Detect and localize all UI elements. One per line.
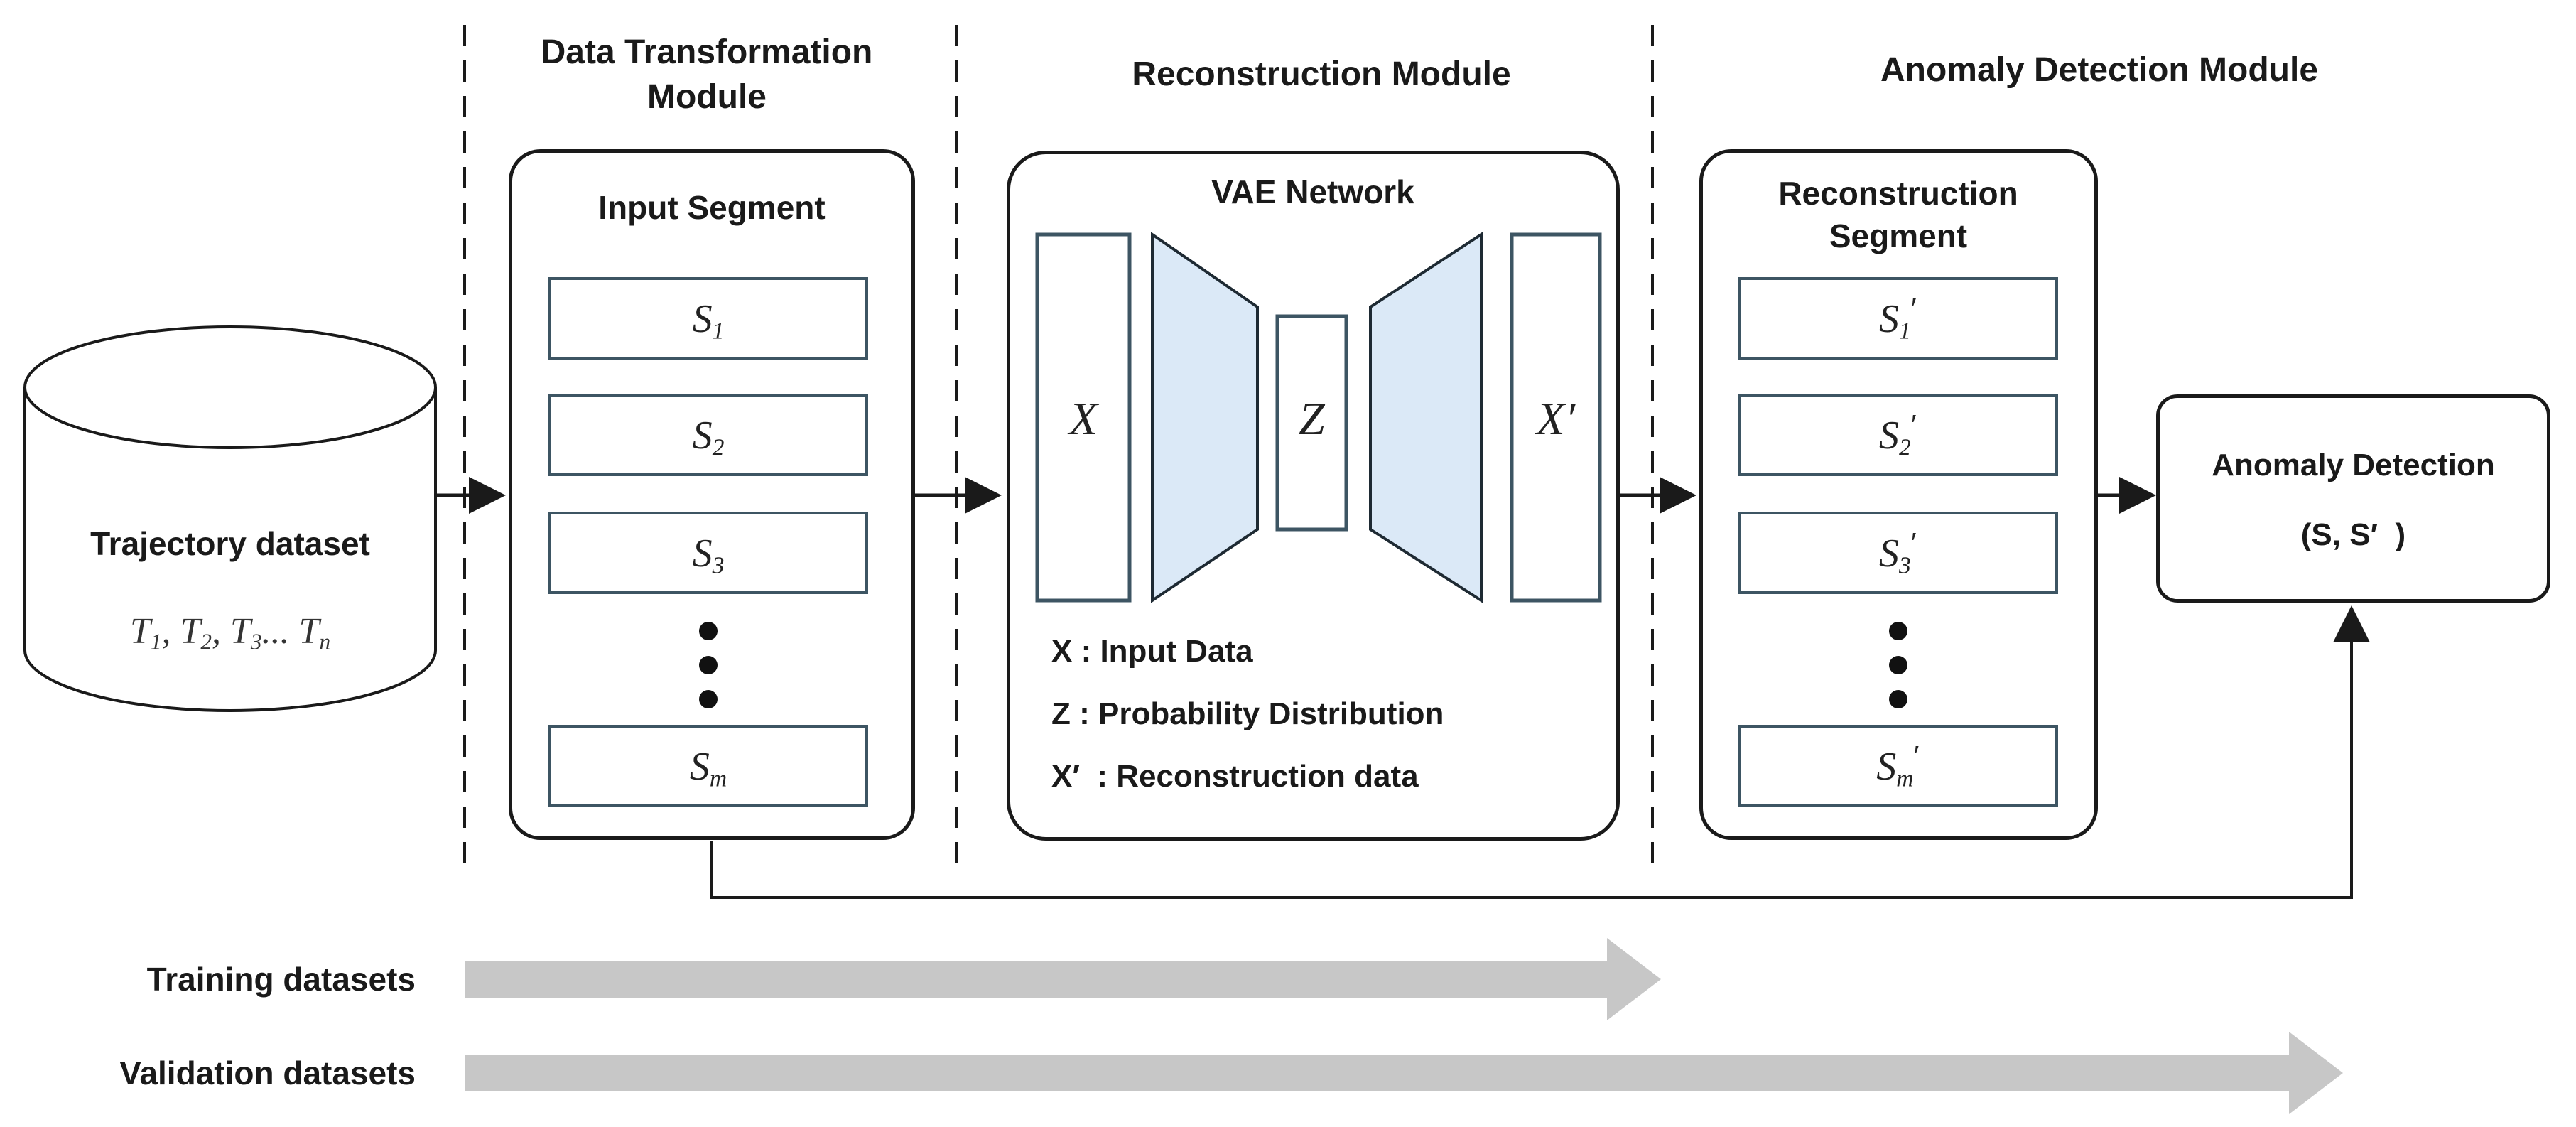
arrow-dataset-to-input <box>435 477 506 514</box>
input-segment-title: Input Segment <box>598 189 826 226</box>
vae-network-box <box>1007 151 1620 841</box>
anomaly-detection-title: Anomaly Detection <box>2212 448 2495 482</box>
database-cylinder-icon <box>23 325 437 712</box>
segment-label: S3′ <box>1879 527 1917 579</box>
vae-decoder-trapezoid <box>1369 232 1483 603</box>
vae-latent-rect <box>1275 314 1348 532</box>
feedback-path-segments-to-anomaly <box>710 605 2370 899</box>
reconstruction-segment-s1: S1′ <box>1738 277 2058 360</box>
segment-label: S1′ <box>1879 292 1917 345</box>
module-title-reconstruction: Reconstruction Module <box>1132 55 1511 94</box>
module-title-data-transformation: Data Transformation Module <box>541 33 873 116</box>
module-title-anomaly-detection: Anomaly Detection Module <box>1880 51 2319 90</box>
input-segment-s2: S2 <box>548 394 868 476</box>
anomaly-detection-args: (S, S′ ) <box>2300 517 2406 552</box>
dataset-token: T1, <box>129 610 180 654</box>
arrow-reconstruction-to-anomaly <box>2098 477 2156 514</box>
training-datasets-label: Training datasets <box>146 961 416 998</box>
arrow-vae-to-reconstruction <box>1620 477 1696 514</box>
segment-label: S3 <box>692 531 725 579</box>
input-segment-sm: Sm <box>548 725 868 807</box>
vae-legend-z: Z : Probability Distribution <box>1051 696 1444 731</box>
input-segment-box <box>509 149 915 840</box>
input-segment-ellipsis-dots <box>699 622 718 708</box>
anomaly-detection-box <box>2156 394 2550 603</box>
reconstruction-segment-box <box>1699 149 2098 840</box>
vae-network-title: VAE Network <box>1211 173 1414 210</box>
validation-flow-arrow <box>465 1032 2343 1114</box>
vae-legend-x-prime: X′ : Reconstruction data <box>1051 759 1419 794</box>
input-segment-s1: S1 <box>548 277 868 360</box>
vae-latent-label: Z <box>1299 393 1325 445</box>
validation-datasets-label: Validation datasets <box>119 1055 416 1091</box>
vae-input-label: X <box>1068 393 1098 445</box>
vae-encoder-trapezoid <box>1151 232 1259 603</box>
training-flow-arrow <box>465 938 1661 1020</box>
input-segment-s3: S3 <box>548 512 868 594</box>
segment-label: Sm <box>689 744 727 792</box>
segment-label: S1 <box>692 296 725 345</box>
segment-label: Sm′ <box>1876 740 1920 792</box>
dataset-token: T3... <box>230 610 299 654</box>
vae-output-label: X′ <box>1536 393 1576 445</box>
dataset-token: T2, <box>180 610 230 654</box>
dataset-token: Tn <box>298 610 331 654</box>
vae-input-layer-rect <box>1035 232 1132 603</box>
arrow-input-to-vae <box>915 477 1002 514</box>
segment-label: S2′ <box>1879 409 1917 461</box>
dataset-label: Trajectory dataset <box>90 525 370 562</box>
vae-legend-x: X : Input Data <box>1051 634 1253 669</box>
reconstruction-segment-ellipsis-dots <box>1889 622 1907 708</box>
segment-label: S2 <box>692 413 725 461</box>
reconstruction-segment-s2: S2′ <box>1738 394 2058 476</box>
reconstruction-segment-sm: Sm′ <box>1738 725 2058 807</box>
dataset-items: T1, T2, T3... Tn <box>45 605 415 659</box>
vae-output-layer-rect <box>1510 232 1602 603</box>
reconstruction-segment-s3: S3′ <box>1738 512 2058 594</box>
reconstruction-segment-title: Reconstruction Segment <box>1778 175 2018 254</box>
